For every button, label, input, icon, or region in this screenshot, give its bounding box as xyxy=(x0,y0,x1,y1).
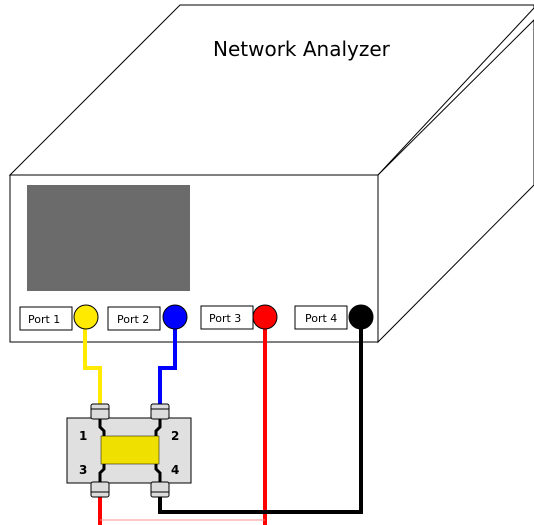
port-4-connector[interactable] xyxy=(348,304,374,330)
port-label-box xyxy=(294,305,348,330)
instrument-title: Network Analyzer xyxy=(213,37,391,61)
port-2-connector[interactable] xyxy=(162,304,188,330)
port-label: Port 3 xyxy=(209,312,241,325)
dut-connector-2 xyxy=(150,403,170,420)
dut-body xyxy=(100,435,160,465)
port-3[interactable]: Port 3 xyxy=(200,305,254,330)
port-3-connector[interactable] xyxy=(252,304,278,330)
dut-connector-4 xyxy=(150,481,170,498)
dut-pin-1-label: 1 xyxy=(79,429,87,443)
dut-pin-2-label: 2 xyxy=(171,429,179,443)
dut-connector-3 xyxy=(90,481,110,498)
port-1[interactable]: Port 1 xyxy=(19,306,73,331)
cable-port-2 xyxy=(158,318,177,405)
dut-leads xyxy=(98,419,162,482)
cable-port-4 xyxy=(158,318,363,514)
port-label-box xyxy=(19,306,73,331)
display-screen xyxy=(27,185,190,291)
dut-panel xyxy=(66,417,192,484)
dut-pin-4-label: 4 xyxy=(171,463,179,477)
port-label: Port 4 xyxy=(305,312,337,325)
dut-device: 1 2 3 4 xyxy=(66,403,192,498)
port-4[interactable]: Port 4 xyxy=(294,305,348,330)
port-label: Port 1 xyxy=(28,313,60,326)
cable-port-1 xyxy=(83,318,102,405)
dut-pin-3-label: 3 xyxy=(79,463,87,477)
port-label-box xyxy=(107,306,161,331)
port-2[interactable]: Port 2 xyxy=(107,306,161,331)
port-label: Port 2 xyxy=(117,313,149,326)
dut-connector-1 xyxy=(90,403,110,420)
port-1-connector[interactable] xyxy=(73,304,99,330)
